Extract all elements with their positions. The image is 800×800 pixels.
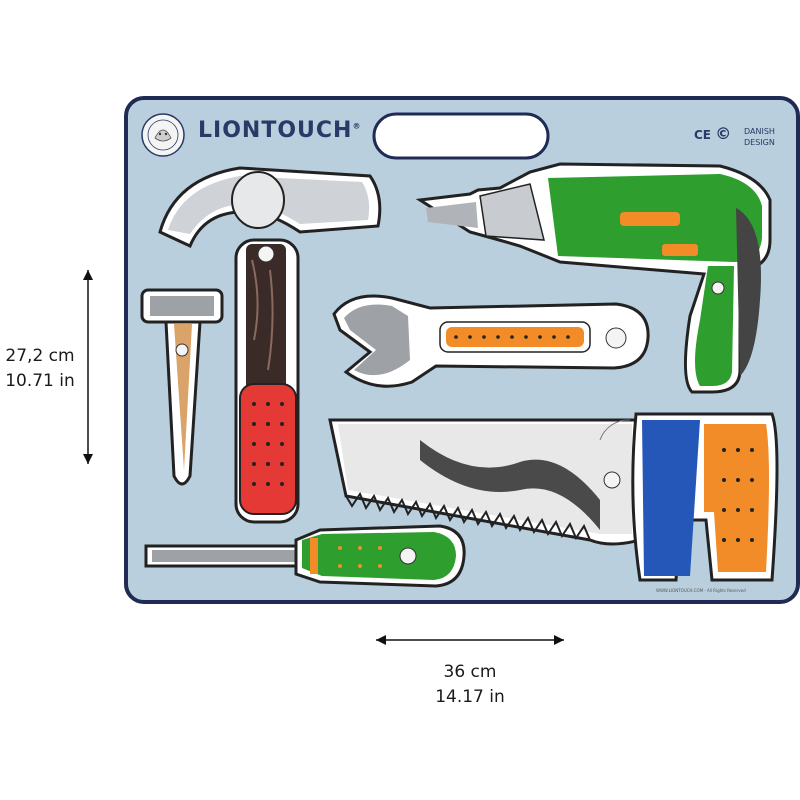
screwdriver-icon	[144, 524, 466, 588]
copyright-mark: ©	[715, 124, 732, 143]
fine-print: WWW.LIONTOUCH.COM · All Rights Reserved	[656, 588, 746, 593]
ce-text: CE	[694, 128, 712, 142]
lion-logo-icon	[141, 113, 185, 157]
height-arrow	[83, 270, 93, 464]
ce-mark: CE ©	[694, 124, 731, 143]
wrench-icon	[332, 294, 650, 388]
brand-logo: LIONTOUCH®	[198, 118, 361, 143]
saw-icon	[328, 412, 779, 582]
brand-name: LIONTOUCH	[198, 118, 353, 143]
width-arrow	[376, 635, 564, 645]
width-cm: 36 cm	[443, 662, 497, 682]
height-in: 10.71 in	[5, 371, 75, 391]
width-in: 14.17 in	[435, 687, 505, 707]
carry-handle-slot	[372, 112, 550, 160]
drill-icon	[415, 162, 772, 394]
height-dimension: 27,2 cm 10.71 in	[0, 344, 80, 394]
height-cm: 27,2 cm	[5, 346, 75, 366]
hammer-icon	[158, 166, 382, 524]
danish-design-label: DANISH DESIGN	[744, 127, 775, 147]
width-dimension: 36 cm 14.17 in	[380, 660, 560, 710]
nail-icon	[140, 288, 224, 486]
registered-mark: ®	[352, 121, 362, 131]
